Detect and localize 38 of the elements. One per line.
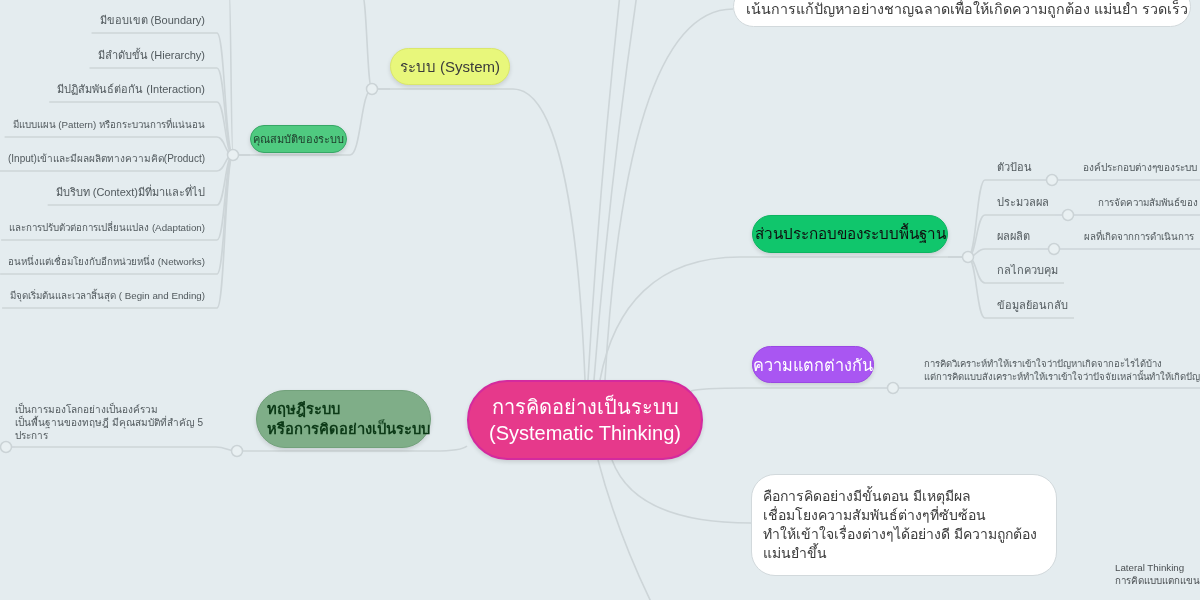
connector-line bbox=[389, 88, 586, 381]
topic-pill: ส่วนประกอบของระบบพื้นฐาน bbox=[752, 215, 948, 253]
subtopic-text: (Input)เข้าและมีผลผลิตทางความคิด(Product) bbox=[0, 151, 205, 171]
note-card: เน้นการแก้ปัญหาอย่างชาญฉลาดเพื่อให้เกิดความถูกต้อง แม่นยำ รวดเร็ว bbox=[733, 0, 1191, 27]
subtopic-text: มีแบบแผน (Pattern) หรือกระบวนการที่แน่นอน bbox=[4, 117, 205, 137]
connector-line bbox=[587, 0, 621, 381]
topic-pill: ความแตกต่างกัน bbox=[752, 346, 874, 383]
connector-line bbox=[597, 459, 654, 600]
subtopic-text: เป็นการมองโลกอย่างเป็นองค์รวม เป็นพื้นฐานของทฤษฎี มีคุณสมบัติที่สำคัญ 5 ประการ bbox=[15, 403, 215, 447]
note-card: คือการคิดอย่างมีขั้นตอน มีเหตุมีผล เชื่อมโยงความสัมพันธ์ต่างๆที่ซับซ้อน ทำให้เข้าใจเรื่องต่างๆได้อย่างดี มีความถูกต้อง แม่นยำขึ้น bbox=[751, 474, 1057, 576]
subtopic-text: ผลที่เกิดจากการดำเนินการ bbox=[1072, 229, 1200, 249]
subtopic-text: การคิดวิเคราะห์ทำให้เราเข้าใจว่าปัญหาเกิดจากอะไรได้บ้าง แต่การคิดแบบสังเคราะห์ทำให้เราเข้าใจว่าปัจจัยเหล่านั้นทำให้เกิดปัญ bbox=[912, 357, 1200, 388]
connector-line bbox=[604, 8, 734, 381]
connector-line bbox=[255, 445, 468, 452]
subtopic-text: และการปรับตัวต่อการเปลี่ยนแปลง (Adaptation) bbox=[1, 220, 205, 240]
subtopic-text: ประมวลผล bbox=[985, 195, 1055, 215]
subtopic-text: อนหนึ่งแต่เชื่อมโยงกับอีกหน่วยหนึ่ง (Networks) bbox=[0, 254, 205, 274]
subtopic-text: องค์ประกอบต่างๆของระบบ bbox=[1071, 160, 1200, 180]
connector-line bbox=[14, 446, 257, 452]
topic-pill: คุณสมบัติของระบบ bbox=[250, 125, 347, 153]
subtopic-text: ข้อมูลย้อนกลับ bbox=[985, 298, 1074, 318]
subtopic-text: มีจุดเริ่มต้นและเวลาสิ้นสุด ( Begin and Ending) bbox=[2, 288, 205, 308]
connector-line bbox=[599, 256, 949, 381]
connector-line bbox=[593, 0, 638, 381]
topic-pill: ระบบ (System) bbox=[390, 48, 510, 85]
topic-pill: ทฤษฎีระบบ หรือการคิดอย่างเป็นระบบ bbox=[256, 390, 431, 448]
subtopic-text: การจัดความสัมพันธ์ของ bbox=[1086, 195, 1200, 215]
subtopic-text: มีปฏิสัมพันธ์ต่อกัน (Interaction) bbox=[49, 82, 205, 102]
connector-line bbox=[611, 459, 752, 524]
subtopic-text: ตัวป้อน bbox=[985, 160, 1038, 180]
note-text: Lateral Thinking การคิดแบบแตกแขน bbox=[1115, 561, 1200, 587]
central-topic-pill: การคิดอย่างเป็นระบบ (Systematic Thinking) bbox=[467, 380, 703, 460]
subtopic-text: มีขอบเขต (Boundary) bbox=[91, 13, 205, 33]
subtopic-text: มีบริบท (Context)มีที่มาและที่ไป bbox=[47, 185, 205, 205]
subtopic-text: ผลผลิต bbox=[985, 229, 1036, 249]
connector-line bbox=[690, 387, 875, 392]
subtopic-text: กลไกควบคุม bbox=[985, 263, 1064, 283]
subtopic-text: มีลำดับขั้น (Hierarchy) bbox=[89, 48, 205, 68]
